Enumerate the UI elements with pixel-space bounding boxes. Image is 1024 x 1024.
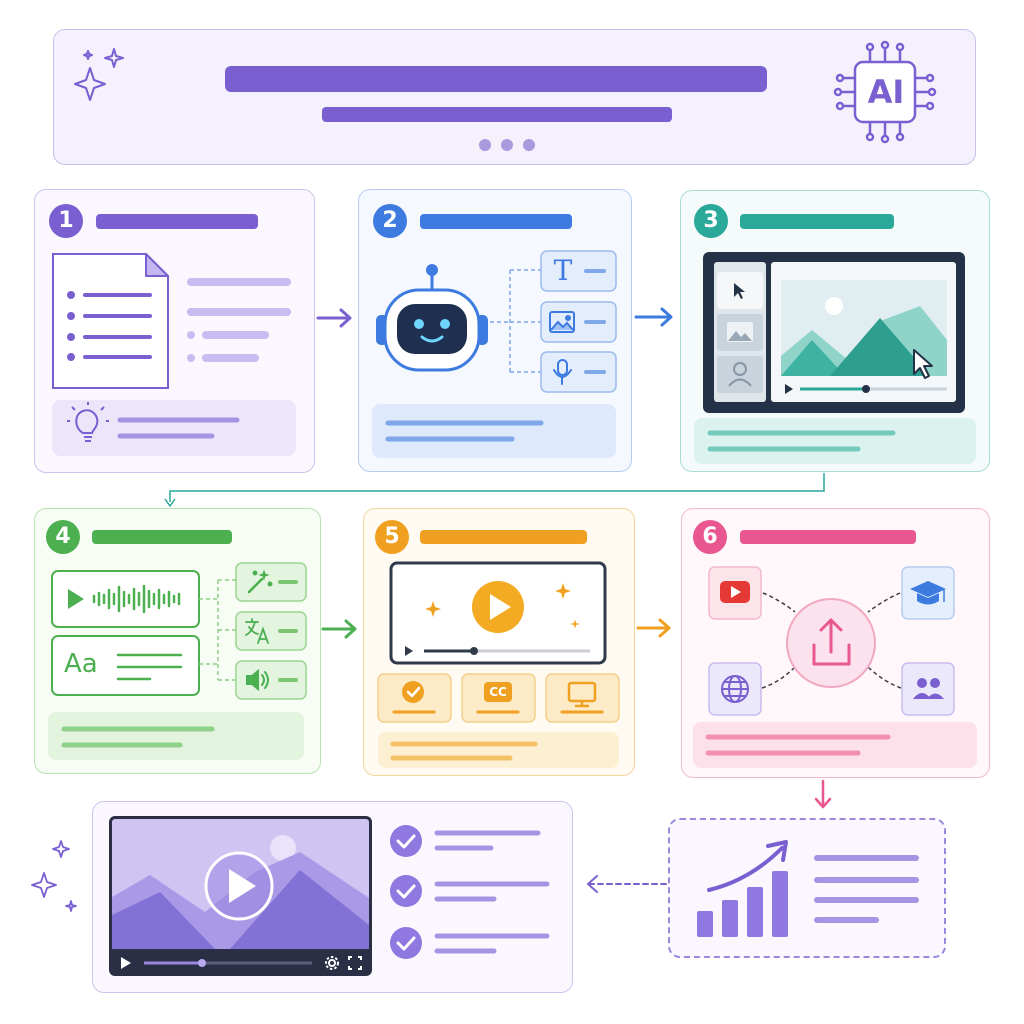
step-2-badge: 2 (373, 204, 407, 238)
microphone-icon (553, 359, 572, 385)
header-title-placeholder (225, 66, 767, 92)
arrow-step6-analytics (814, 779, 832, 809)
step-1-text-lines (187, 278, 291, 362)
document-icon (52, 253, 169, 389)
step-6-title-placeholder (740, 530, 916, 544)
fullscreen-icon (348, 956, 362, 970)
header-banner (53, 29, 976, 165)
check-icon (402, 681, 424, 703)
arrow-step1-step2 (316, 308, 352, 328)
text-icon-box (540, 250, 617, 292)
step-6-badge: 6 (693, 520, 727, 554)
check-icon (390, 825, 422, 857)
globe-icon (721, 675, 749, 703)
settings-icon (325, 956, 339, 970)
check-list (390, 825, 550, 959)
play-icon (68, 589, 84, 609)
graduation-cap-icon (910, 581, 946, 605)
waveform-icon (92, 584, 181, 614)
cursor-icon (913, 349, 933, 379)
step-2-title-placeholder (420, 214, 572, 229)
arrow-analytics-final (587, 875, 667, 893)
play-icon (785, 384, 793, 394)
play-icon (405, 646, 413, 656)
step-3-title-placeholder (740, 214, 894, 229)
play-icon (490, 594, 511, 620)
step-5-title-placeholder (420, 530, 587, 544)
translate-icon (245, 618, 269, 644)
ai-chip-label: AI (867, 73, 905, 111)
step-1-badge: 1 (49, 204, 83, 238)
cc-icon (484, 682, 512, 702)
avatar-icon (728, 362, 752, 387)
ai-chip-icon (833, 40, 937, 144)
image-icon (727, 322, 753, 342)
arrow-step5-step6 (636, 618, 671, 638)
play-icon (121, 957, 131, 969)
editor-window (703, 252, 965, 413)
upload-icon (812, 618, 851, 666)
step-4-badge: 4 (46, 520, 80, 554)
video-player (109, 816, 372, 976)
growth-chart-icon (697, 840, 788, 937)
magic-wand-icon (247, 569, 273, 594)
font-sample-label: Aa (64, 649, 98, 679)
header-subtitle-placeholder (322, 107, 672, 122)
cursor-icon (734, 283, 745, 299)
lightbulb-icon (67, 402, 109, 442)
arrow-step4-step5 (321, 619, 357, 639)
play-icon (229, 869, 256, 903)
speaker-icon (246, 668, 269, 692)
pager-dots (479, 139, 535, 151)
check-icon (390, 927, 422, 959)
sparkle-icon (31, 840, 77, 912)
youtube-icon (720, 581, 750, 603)
step-3-badge: 3 (694, 204, 728, 238)
sparkle-icon (74, 48, 124, 101)
step-5-badge: 5 (375, 520, 409, 554)
image-icon (549, 311, 575, 333)
step-4-title-placeholder (92, 530, 232, 544)
text-icon: T (553, 254, 573, 287)
step-1-title-placeholder (96, 214, 258, 229)
check-icon (390, 875, 422, 907)
users-icon (913, 678, 944, 699)
cc-icon-label: CC (489, 685, 507, 699)
robot-icon (376, 264, 488, 372)
monitor-icon (567, 681, 597, 708)
arrow-step2-step3 (634, 307, 673, 327)
